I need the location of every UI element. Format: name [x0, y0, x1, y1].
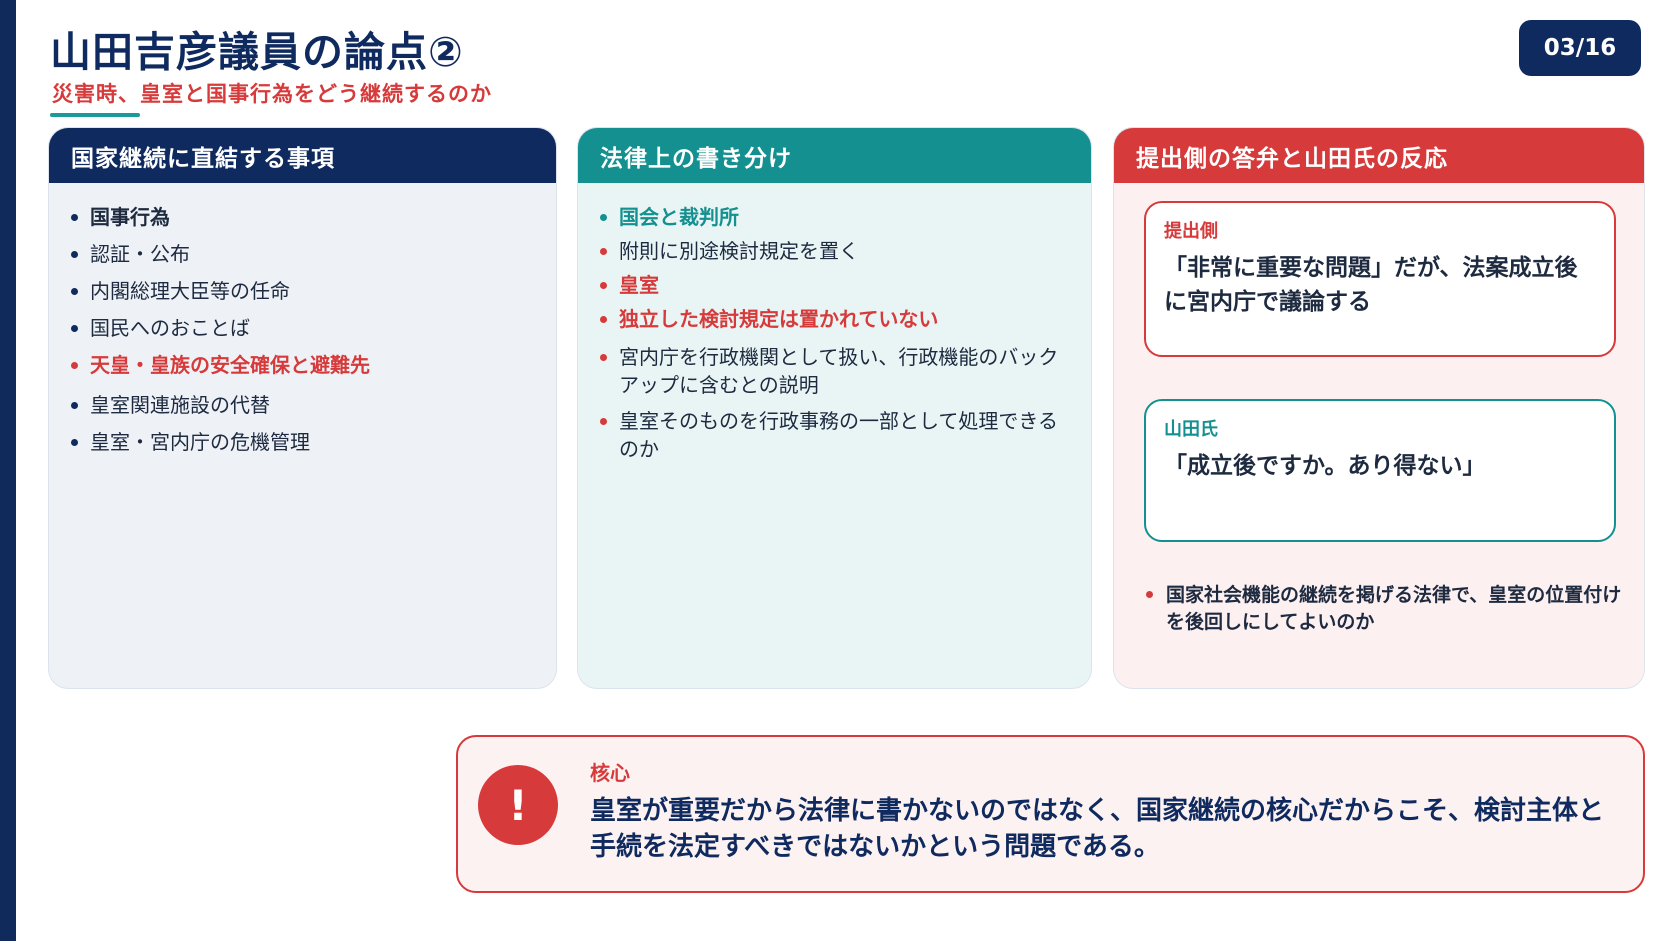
core-label: 核心: [590, 761, 630, 785]
list-item: 天皇・皇族の安全確保と避難先: [71, 351, 536, 379]
list-item: 国会と裁判所: [600, 203, 1071, 231]
card-legal-distinction-list: 国会と裁判所 附則に別途検討規定を置く 皇室 独立した検討規定は置かれていない …: [578, 183, 1091, 463]
card-legal-distinction-heading: 法律上の書き分け: [578, 128, 1091, 183]
list-item: 独立した検討規定は置かれていない: [600, 305, 1071, 333]
submitter-quote: 「非常に重要な問題」だが、法案成立後に宮内庁で議論する: [1164, 255, 1578, 315]
list-item: 皇室関連施設の代替: [71, 391, 536, 419]
page-title: 山田吉彦議員の論点②: [50, 28, 464, 76]
yamada-label: 山田氏: [1164, 419, 1218, 440]
card-legal-distinction: 法律上の書き分け 国会と裁判所 附則に別途検討規定を置く 皇室 独立した検討規定…: [577, 127, 1092, 689]
core-text: 皇室が重要だから法律に書かないのではなく、国家継続の核心だからこそ、検討主体と手…: [590, 796, 1605, 862]
card-responses-note-list: 国家社会機能の継続を掲げる法律で、皇室の位置付けを後回しにしてよいのか: [1144, 582, 1624, 636]
list-item: 内閣総理大臣等の任命: [71, 277, 536, 305]
card-national-continuity-list: 国事行為 認証・公布 内閣総理大臣等の任命 国民へのおことば 天皇・皇族の安全確…: [49, 183, 556, 456]
list-item: 附則に別途検討規定を置く: [600, 237, 1071, 265]
card-national-continuity: 国家継続に直結する事項 国事行為 認証・公布 内閣総理大臣等の任命 国民へのおこ…: [48, 127, 557, 689]
list-item: 宮内庁を行政機関として扱い、行政機能のバックアップに含むとの説明: [600, 343, 1071, 399]
subtitle-underline: [50, 113, 140, 117]
list-item: 国家社会機能の継続を掲げる法律で、皇室の位置付けを後回しにしてよいのか: [1144, 582, 1624, 636]
page-subtitle: 災害時、皇室と国事行為をどう継続するのか: [52, 82, 492, 106]
submitter-label: 提出側: [1164, 221, 1218, 242]
list-item: 認証・公布: [71, 240, 536, 268]
card-responses-heading: 提出側の答弁と山田氏の反応: [1114, 128, 1644, 183]
card-responses: 提出側の答弁と山田氏の反応 提出側 「非常に重要な問題」だが、法案成立後に宮内庁…: [1113, 127, 1645, 689]
list-item: 国民へのおことば: [71, 314, 536, 342]
left-accent-bar: [0, 0, 16, 941]
core-point-box: ! 核心 皇室が重要だから法律に書かないのではなく、国家継続の核心だからこそ、検…: [456, 735, 1645, 893]
yamada-quote-box: 山田氏 「成立後ですか。あり得ない」: [1144, 399, 1616, 542]
list-item: 国事行為: [71, 203, 536, 231]
card-national-continuity-heading: 国家継続に直結する事項: [49, 128, 556, 183]
list-item: 皇室・宮内庁の危機管理: [71, 428, 536, 456]
submitter-quote-box: 提出側 「非常に重要な問題」だが、法案成立後に宮内庁で議論する: [1144, 201, 1616, 357]
list-item: 皇室: [600, 271, 1071, 299]
yamada-quote: 「成立後ですか。あり得ない」: [1164, 453, 1486, 479]
exclamation-icon: !: [478, 765, 558, 845]
page-indicator-badge: 03/16: [1519, 20, 1641, 76]
list-item: 皇室そのものを行政事務の一部として処理できるのか: [600, 407, 1071, 463]
